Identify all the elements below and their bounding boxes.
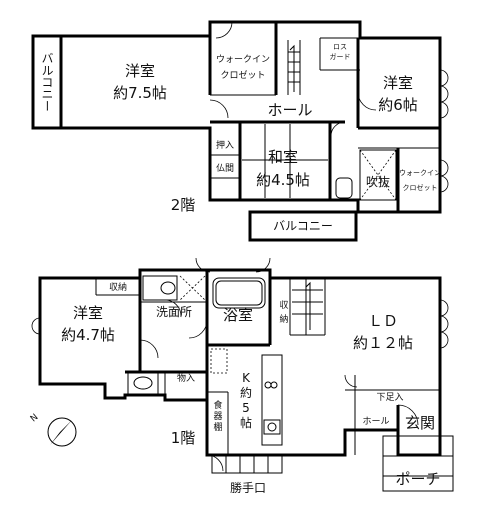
washbasin [142,275,178,301]
western-a-size: 約7.5帖 [113,84,167,102]
closet-in-label: 物入 [177,372,195,384]
void-label: 吹抜 [366,175,390,189]
floor-1-walls [31,257,454,492]
kitchen-counter [261,354,283,446]
balcony-south-label: バルコニー [273,219,333,233]
western-1f-label: 洋室 [73,304,103,322]
ld-size: 約１２帖 [353,334,413,352]
fridge-space [210,348,228,374]
floor-1-level-label: 1階 [171,429,196,447]
entrance-label: 玄関 [405,414,435,432]
washroom-label: 洗面所 [156,305,192,319]
kitchen-label-2: 約 [240,385,252,400]
pantry-label-3: 棚 [213,421,222,433]
oshiire-label: 押入 [216,139,234,151]
storage-label: 収納 [109,281,127,293]
floor-2-labels: バルコニー 洋室 約7.5帖 ウォークイン クロゼット ロス ガード 洋室 約6… [40,43,441,233]
balcony-west-label: バルコニー [40,52,54,112]
back-door-label: 勝手口 [230,480,266,495]
japanese-size: 約4.5帖 [256,171,310,189]
floor-1-outline [38,268,442,457]
western-b-label: 洋室 [383,74,413,92]
compass-arrow-icon [50,420,72,445]
compass-circle [47,417,77,447]
hall-2f-label: ホール [267,101,312,119]
porch-outline [382,435,454,492]
floor-2-level-label: 2階 [171,196,196,214]
bathtub [212,277,266,309]
floor-2-walls [31,20,449,242]
japanese-label: 和室 [268,148,298,166]
stairs-1f [292,278,323,335]
kitchen-label-4: 帖 [240,415,252,430]
ld-label: ＬＤ [368,312,398,330]
balcony-south-outline [248,210,358,242]
walkin-a-sub: クロゼット [220,69,265,81]
loss-guard-2: ガード [330,52,351,61]
toilet-2f [335,177,353,199]
western-1f-size: 約4.7帖 [61,326,115,344]
walkin-b-label: ウォークイン [399,169,441,177]
butsuma-label: 仏間 [216,163,234,174]
floor-1-labels: 収納 洋室 約4.7帖 洗面所 浴室 収 納 ＬＤ 約１２帖 物入 K 約 5 … [61,281,440,495]
loss-guard-1: ロス [333,43,347,51]
storage-2-label-b: 納 [279,313,288,325]
compass: N [29,412,77,447]
western-a-label: 洋室 [125,62,155,80]
void-cross [359,149,397,201]
walkin-b-sub: クロゼット [403,183,438,192]
walkin-a-label: ウォークイン [216,54,270,65]
western-b-size: 約6帖 [378,96,418,114]
bath-label: 浴室 [223,306,253,324]
back-door-step [211,454,283,474]
kitchen-label-3: 5 [242,401,250,415]
pantry-label-2: 器 [213,411,222,422]
shoe-box-label: 下足入 [376,392,403,403]
pantry-label-1: 食 [213,399,222,411]
hall-1f-label: ホール [362,416,389,427]
compass-north-label: N [29,412,41,424]
storage-2-label-a: 収 [279,299,288,311]
porch-label: ポーチ [395,470,440,488]
stairs-2f [287,40,301,95]
kitchen-label-1: K [242,371,251,385]
toilet-1f [133,376,153,390]
tatami-lines [242,124,328,198]
